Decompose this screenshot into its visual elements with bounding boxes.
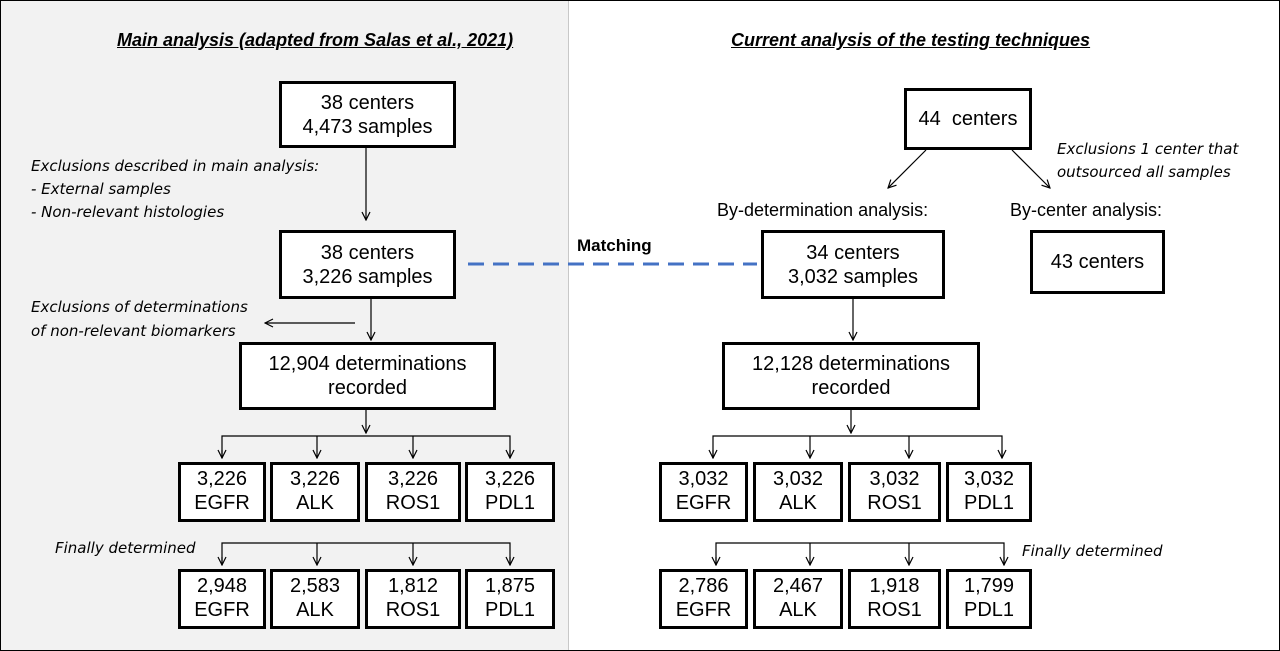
left-box3-line2: recorded <box>328 377 407 399</box>
bracket-left-row2 <box>221 542 511 565</box>
value: 1,875 <box>484 575 536 598</box>
right-row1-alk: 3,032 ALK <box>753 462 843 522</box>
right-exclusion-line1: Exclusions 1 center that <box>1057 140 1239 158</box>
bracket-right-row2 <box>715 542 1005 565</box>
left-box3-line1: 12,904 determinations <box>268 353 467 375</box>
value: 3,226 <box>387 468 439 491</box>
right-box3-line1: 12,128 determinations <box>752 353 950 375</box>
value: 3,226 <box>484 468 536 491</box>
marker: ALK <box>296 599 334 621</box>
right-exclusion-line2: outsourced all samples <box>1057 163 1231 181</box>
right-finally-determined: Finally determined <box>1022 542 1163 560</box>
left-row1-egfr: 3,226 EGFR <box>178 462 266 522</box>
left-row1-alk: 3,226 ALK <box>270 462 360 522</box>
left-exclusion-line2: - External samples <box>31 180 171 198</box>
marker: ALK <box>779 599 817 621</box>
left-exclusion-biomarkers-line1: Exclusions of determinations <box>31 298 248 316</box>
left-row1-ros1: 3,226 ROS1 <box>365 462 461 522</box>
left-box1-line2: 4,473 samples <box>302 115 433 138</box>
value: 3,226 <box>196 468 248 491</box>
right-row2-ros1: 1,918 ROS1 <box>848 569 941 629</box>
right-row2-egfr: 2,786 EGFR <box>659 569 748 629</box>
bracket-left-row1 <box>221 435 511 458</box>
right-row2-pdl1: 1,799 PDL1 <box>946 569 1032 629</box>
right-box2-line2: 3,032 samples <box>787 265 919 288</box>
marker: ROS1 <box>385 492 441 514</box>
left-exclusion-line3: - Non-relevant histologies <box>31 203 225 221</box>
matching-label: Matching <box>577 236 652 255</box>
left-exclusion-biomarkers-line2: of non-relevant biomarkers <box>31 322 236 340</box>
marker: ROS1 <box>385 599 441 621</box>
value: 2,583 <box>289 575 341 598</box>
right-exclusion-note: Exclusions 1 center that outsourced all … <box>1057 138 1238 184</box>
value: 3,032 <box>869 468 920 491</box>
marker: PDL1 <box>484 599 536 621</box>
marker: EGFR <box>194 492 250 514</box>
right-box-centers: 44 centers <box>904 88 1032 150</box>
value: 3,032 <box>772 468 824 491</box>
left-heading: Main analysis (adapted from Salas et al.… <box>117 30 514 50</box>
right-row1-pdl1: 3,032 PDL1 <box>946 462 1032 522</box>
right-box3-line2: recorded <box>811 377 891 399</box>
marker: ALK <box>296 492 334 514</box>
left-box1-line1: 38 centers <box>320 91 415 114</box>
value: 1,799 <box>963 575 1015 598</box>
right-box-center-analysis: 43 centers <box>1030 230 1165 294</box>
right-box2-line1: 34 centers <box>806 241 900 264</box>
left-exclusion-biomarkers: Exclusions of determinations of non-rele… <box>31 295 248 343</box>
left-row2-ros1: 1,812 ROS1 <box>365 569 461 629</box>
left-box-centers-samples: 38 centers 4,473 samples <box>279 81 456 148</box>
marker: ALK <box>779 492 817 514</box>
right-center-box-text: 43 centers <box>1050 251 1145 273</box>
left-row1-pdl1: 3,226 PDL1 <box>465 462 555 522</box>
right-row2-alk: 2,467 ALK <box>753 569 843 629</box>
by-center-label: By-center analysis: <box>1010 200 1163 220</box>
left-box2-line1: 38 centers <box>320 241 415 264</box>
right-heading: Current analysis of the testing techniqu… <box>731 30 1091 50</box>
right-box-determinations: 12,128 determinations recorded <box>722 342 980 410</box>
value: 2,948 <box>196 575 248 598</box>
left-box2-line2: 3,226 samples <box>302 265 433 288</box>
marker: PDL1 <box>963 492 1015 514</box>
marker: PDL1 <box>963 599 1015 621</box>
right-row1-ros1: 3,032 ROS1 <box>848 462 941 522</box>
left-box-centers-samples-2: 38 centers 3,226 samples <box>279 230 456 299</box>
right-box1-text: 44 centers <box>918 108 1018 130</box>
left-box-determinations: 12,904 determinations recorded <box>239 342 496 410</box>
left-exclusion-note: Exclusions described in main analysis: -… <box>31 155 319 224</box>
bracket-right-row1 <box>712 435 1003 458</box>
value: 2,786 <box>678 575 729 598</box>
marker: EGFR <box>675 599 732 621</box>
value: 3,226 <box>289 468 341 491</box>
arrow-right-to-by-determination <box>888 149 927 188</box>
marker: EGFR <box>194 599 250 621</box>
left-row2-egfr: 2,948 EGFR <box>178 569 266 629</box>
value: 1,918 <box>869 575 920 598</box>
left-row2-pdl1: 1,875 PDL1 <box>465 569 555 629</box>
left-finally-determined: Finally determined <box>55 539 196 557</box>
right-row1-egfr: 3,032 EGFR <box>659 462 748 522</box>
value: 2,467 <box>772 575 824 598</box>
right-box-centers-samples: 34 centers 3,032 samples <box>761 230 945 299</box>
left-row2-alk: 2,583 ALK <box>270 569 360 629</box>
by-determination-label: By-determination analysis: <box>717 200 929 220</box>
value: 1,812 <box>387 575 439 598</box>
marker: ROS1 <box>867 599 922 621</box>
value: 3,032 <box>963 468 1015 491</box>
marker: ROS1 <box>867 492 922 514</box>
left-exclusion-line1: Exclusions described in main analysis: <box>31 157 320 175</box>
marker: PDL1 <box>484 492 536 514</box>
value: 3,032 <box>678 468 729 491</box>
arrow-right-to-by-center <box>1011 149 1050 188</box>
marker: EGFR <box>675 492 732 514</box>
